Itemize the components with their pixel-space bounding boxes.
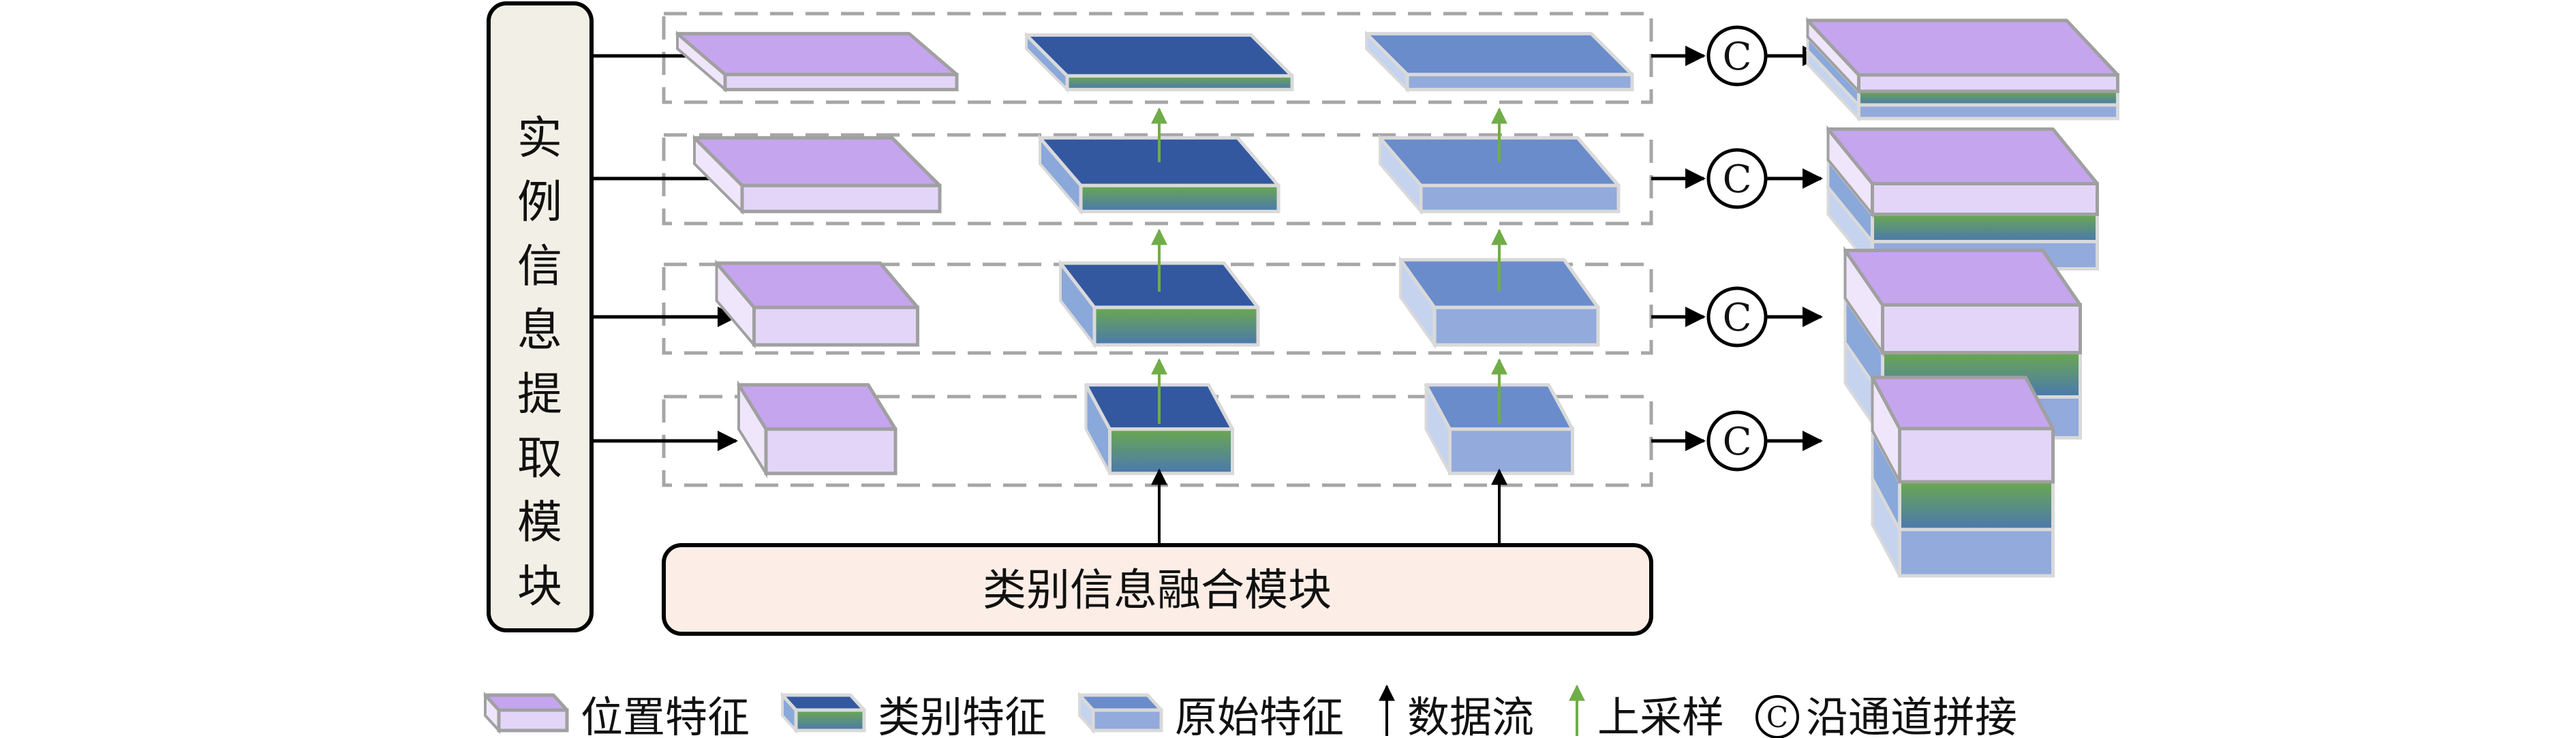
original-top-face [1077,693,1163,712]
category-front-face [1079,183,1281,213]
instance-label-char: 提 [517,368,562,420]
instance-label-char: 例 [517,176,562,228]
original-front-face [1448,427,1574,476]
position-feature-block [737,380,898,478]
legend-item: 上采样 [1569,684,1724,738]
legend-label: 数据流 [1407,692,1534,738]
position-feature-block [715,259,919,349]
legend-item: C 沿通道拼接 [1755,692,2017,738]
legend-item: 类别特征 [780,691,1047,738]
legend-label: 位置特征 [581,692,750,738]
concatenated-feature-stack [1871,375,2055,578]
feature-levels: C C C C [592,12,2119,578]
level-dashed-box [662,12,1653,104]
feature-level-row: C [592,125,2099,273]
legend-label: 原始特征 [1175,692,1344,738]
instance-label-char: 实 [517,112,562,164]
category-top-face [1024,33,1294,78]
category-feature-block [1084,383,1234,476]
instance-label-char: 块 [517,560,562,613]
position-feature-block [675,31,959,93]
concat-symbol: C [1723,157,1752,202]
concatenated-feature-stack [1826,125,2099,273]
position-front-face [1871,182,2099,216]
legend-item: 位置特征 [483,691,750,738]
original-front-face [1419,183,1621,213]
position-top-face [1806,18,2119,77]
legend-label: 沿通道拼接 [1806,692,2017,738]
concat-symbol: C [1723,420,1752,464]
position-top-face [483,693,569,712]
category-front-face [794,708,866,733]
legend-label: 上采样 [1597,692,1724,738]
legend-item: 原始特征 [1077,691,1344,738]
category-front-face [1871,213,2099,243]
original-top-face [1364,31,1634,76]
position-front-face [764,427,898,476]
position-top-face [737,383,898,431]
feature-level-row: C [592,375,2055,578]
legend-label: 类别特征 [878,692,1047,738]
original-front-face [1898,527,2055,578]
position-top-face [1843,249,2082,307]
position-front-face [1857,73,2119,93]
position-feature-block [692,134,942,215]
instance-label-char: 模 [517,496,562,549]
instance-extraction-module: 实例信息提取模块 [487,1,594,632]
category-fusion-module: 类别信息融合模块 [662,543,1653,636]
level-dashed-box [662,262,1653,355]
position-front-face [723,72,959,91]
position-front-face [1881,303,2082,354]
legend-concat-icon [1755,695,1799,738]
stack-layer-position [1843,246,2082,357]
category-front-face [1092,305,1260,347]
original-front-face [1091,708,1163,733]
category-top-face [780,693,866,712]
position-front-face [497,708,569,733]
position-front-face [740,183,942,213]
position-top-face [1871,375,2055,431]
legend-concat-symbol: C [1766,701,1788,734]
position-top-face [715,261,919,309]
legend-swatch-position [483,691,569,735]
concat-symbol: C [1723,296,1752,340]
stack-layer-position [1826,125,2099,219]
position-top-face [1826,127,2099,185]
original-front-face [1857,103,2119,121]
category-front-face [1065,74,1294,91]
legend-swatch-category [780,691,866,735]
original-feature-block [1364,30,1634,93]
instance-label-char: 息 [517,304,562,356]
position-front-face [752,305,919,347]
position-front-face [1898,427,2055,484]
stack-layer-position [1806,16,2119,95]
category-front-face [1857,89,2119,107]
original-front-face [1432,305,1600,347]
legend: 位置特征 类别特征 原始特征 数据流 上采样 C 沿通道拼接 [483,684,2017,738]
category-feature-block [1024,31,1294,93]
category-front-face [1898,480,2055,532]
fusion-module-label: 类别信息融合模块 [983,566,1332,616]
concat-symbol: C [1723,35,1752,79]
stack-layer-position [1871,375,2055,484]
position-top-face [675,31,959,76]
instance-label-char: 取 [517,432,562,485]
instance-module-label: 实例信息提取模块 [517,112,562,613]
feature-level-row: C [592,12,2119,123]
legend-swatch-original [1077,691,1163,735]
original-front-face [1405,72,1634,91]
concatenated-feature-stack [1806,16,2119,123]
category-front-face [1108,427,1234,476]
instance-label-char: 信 [517,240,562,292]
legend-item: 数据流 [1379,684,1534,738]
